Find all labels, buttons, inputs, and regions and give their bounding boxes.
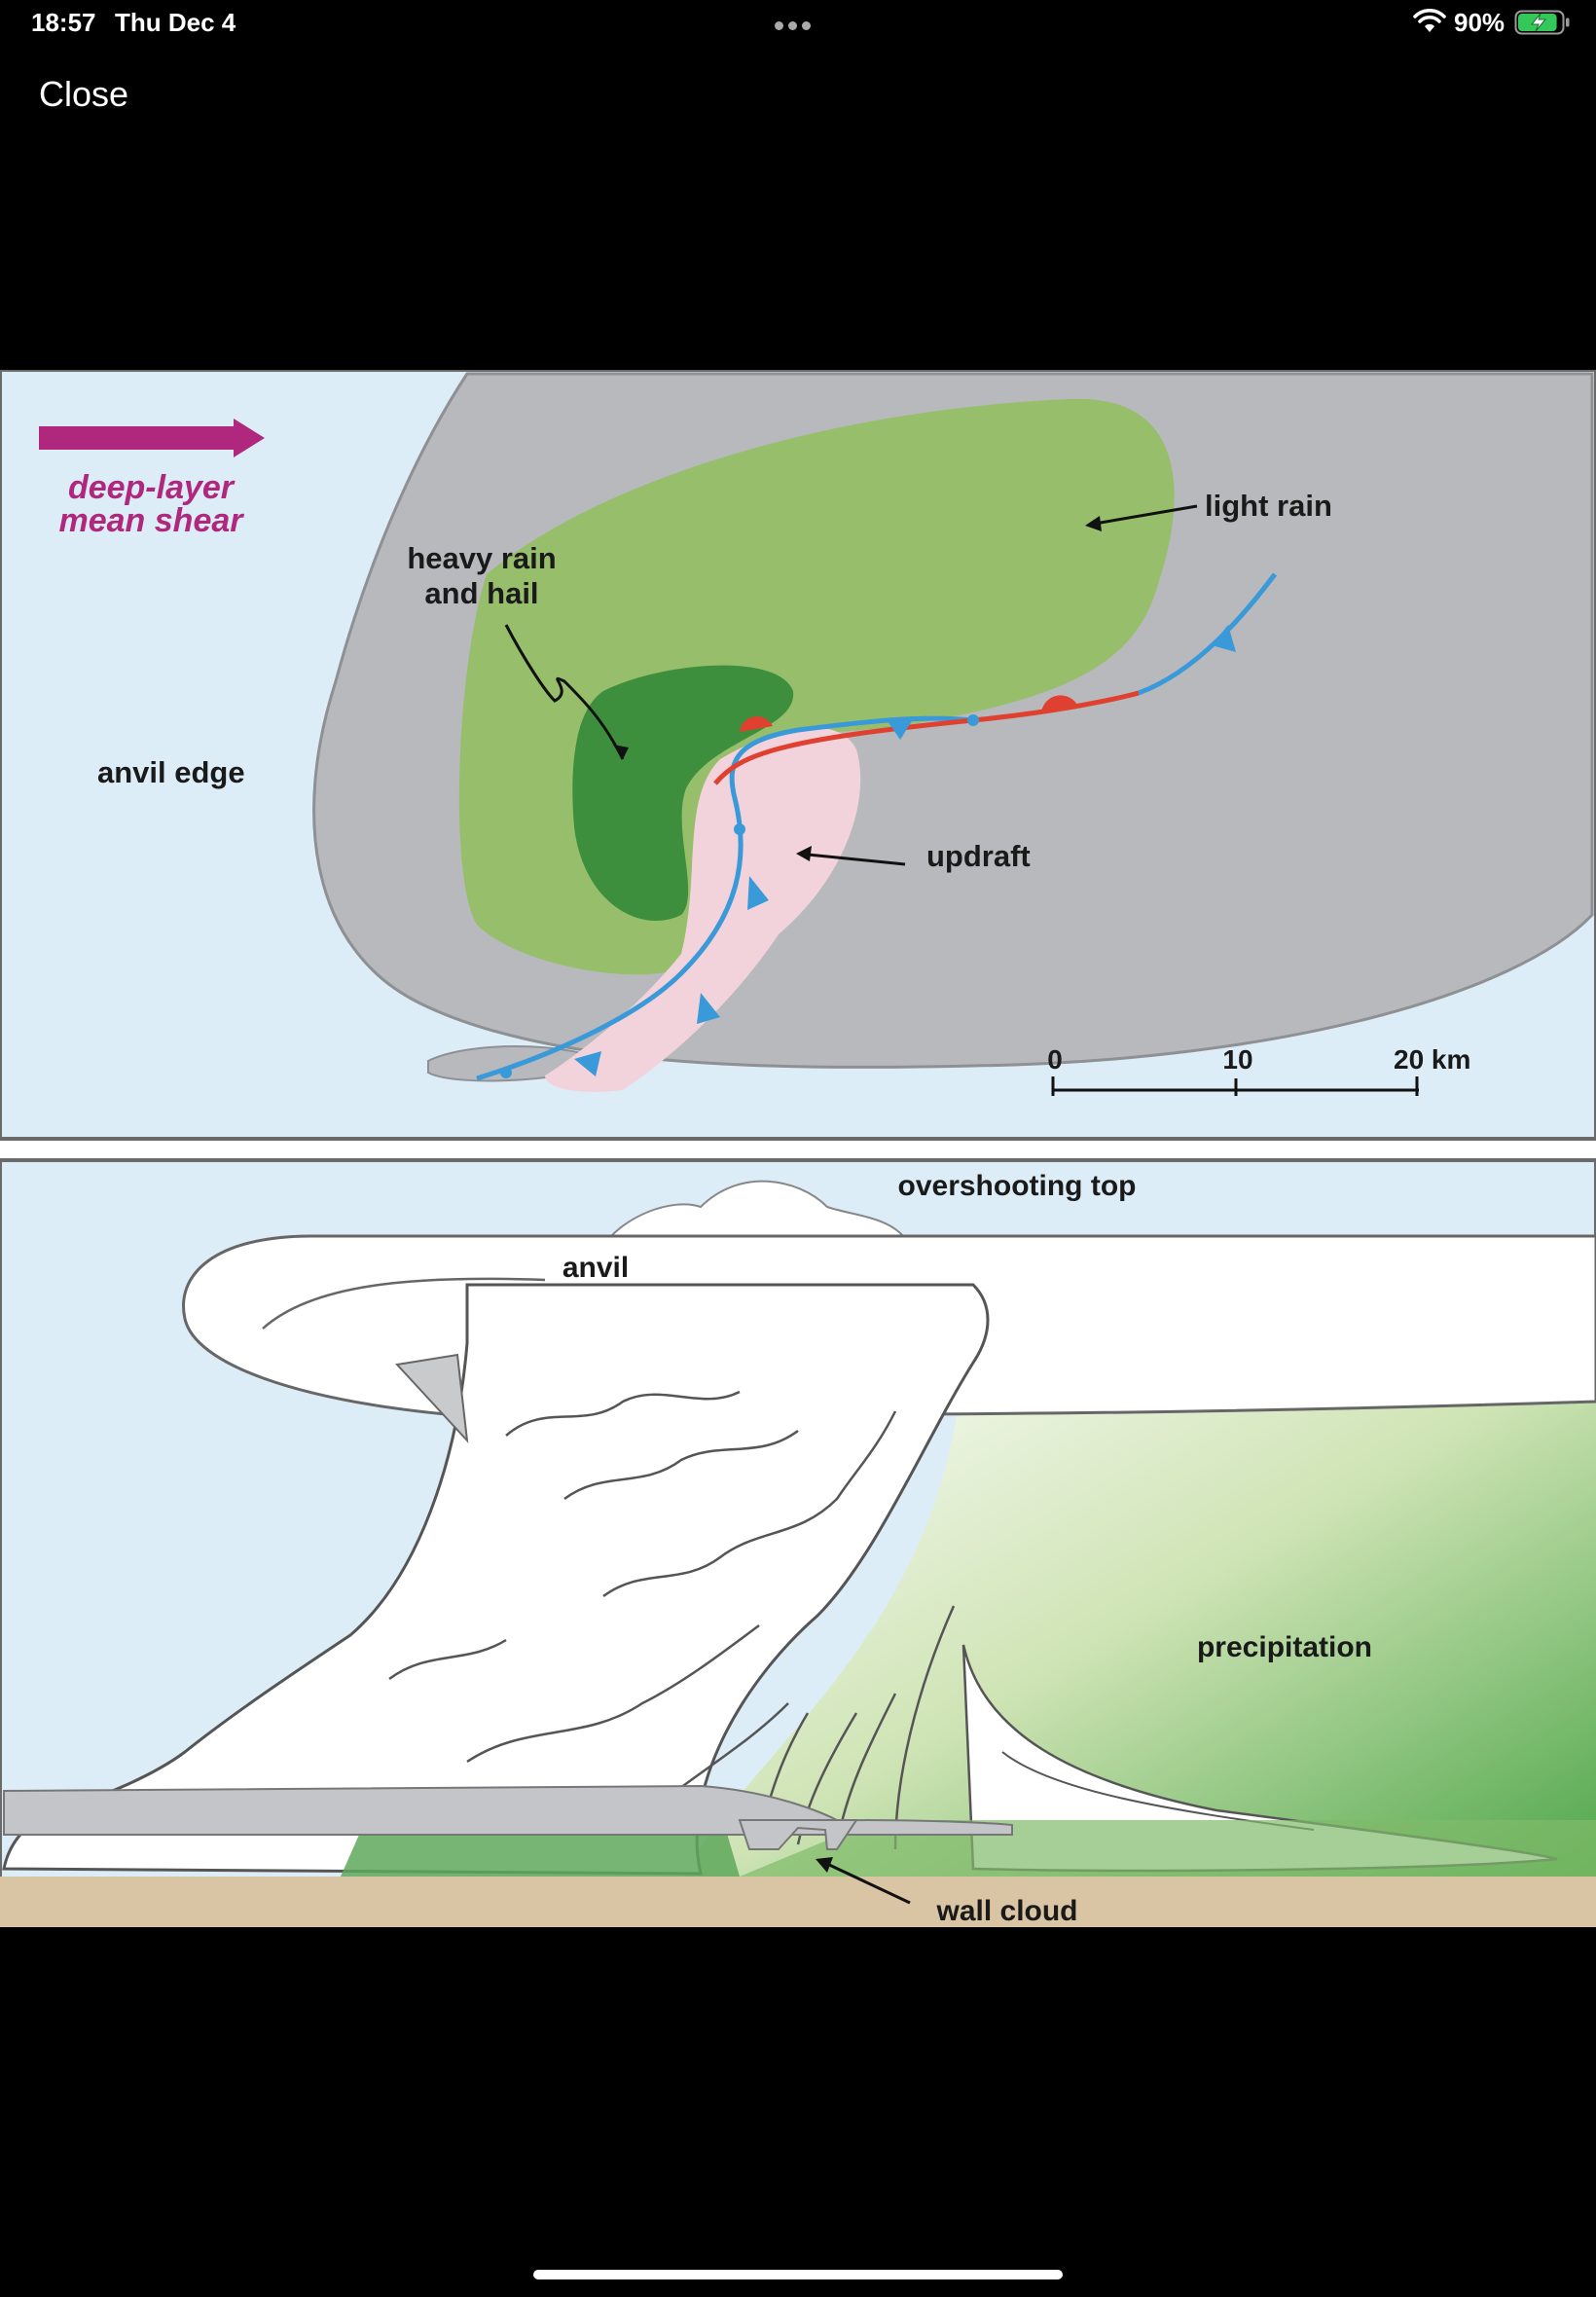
scale-tick-20: 20 km	[1394, 1044, 1470, 1075]
battery-percent: 90%	[1454, 8, 1505, 37]
updraft-region	[545, 727, 861, 1092]
shear-label-line1: deep-layer	[68, 469, 236, 506]
light-rain-label: light rain	[1205, 489, 1332, 523]
status-bar: 18:57 Thu Dec 4 90%	[0, 0, 1596, 47]
scale-bar: 0 10 20 km	[1047, 1044, 1470, 1096]
shear-arrow-icon	[39, 419, 265, 457]
scale-tick-0: 0	[1047, 1044, 1063, 1075]
precipitation-label: precipitation	[1197, 1631, 1372, 1663]
cumulonimbus-body	[2, 1283, 990, 1876]
multitasking-dots-icon[interactable]	[775, 18, 817, 30]
heavy-rain-region	[572, 665, 794, 921]
wall-cloud	[738, 1819, 858, 1850]
heavy-rain-label-line2: and hail	[424, 576, 538, 610]
plan-view-panel: deep-layer mean shear heavy rain and hai…	[0, 370, 1596, 1141]
status-time: 18:57	[31, 8, 96, 37]
overshooting-top	[601, 1180, 912, 1247]
anvil-edge-label: anvil edge	[97, 755, 245, 789]
updraft-label: updraft	[926, 839, 1031, 873]
home-indicator[interactable]	[533, 2270, 1063, 2279]
status-date: Thu Dec 4	[115, 8, 236, 37]
battery-charging-icon	[1514, 10, 1570, 35]
supercell-diagram-svg: deep-layer mean shear heavy rain and hai…	[0, 370, 1596, 1927]
supercell-diagram: deep-layer mean shear heavy rain and hai…	[0, 370, 1596, 1927]
precipitation-region	[681, 1343, 1596, 1883]
close-button[interactable]: Close	[39, 74, 129, 114]
warm-front-line	[713, 690, 1140, 785]
heavy-rain-label-line1: heavy rain	[407, 541, 556, 575]
wall-cloud-label: wall cloud	[935, 1895, 1077, 1927]
scale-tick-10: 10	[1222, 1044, 1252, 1075]
anvil-label: anvil	[562, 1252, 629, 1284]
cold-front-line	[476, 715, 974, 1081]
wifi-icon	[1413, 9, 1446, 32]
overshooting-top-label: overshooting top	[898, 1170, 1137, 1202]
side-view-panel: overshooting top anvil precipitation wal…	[0, 1158, 1596, 1927]
shear-label-line2: mean shear	[59, 502, 245, 539]
